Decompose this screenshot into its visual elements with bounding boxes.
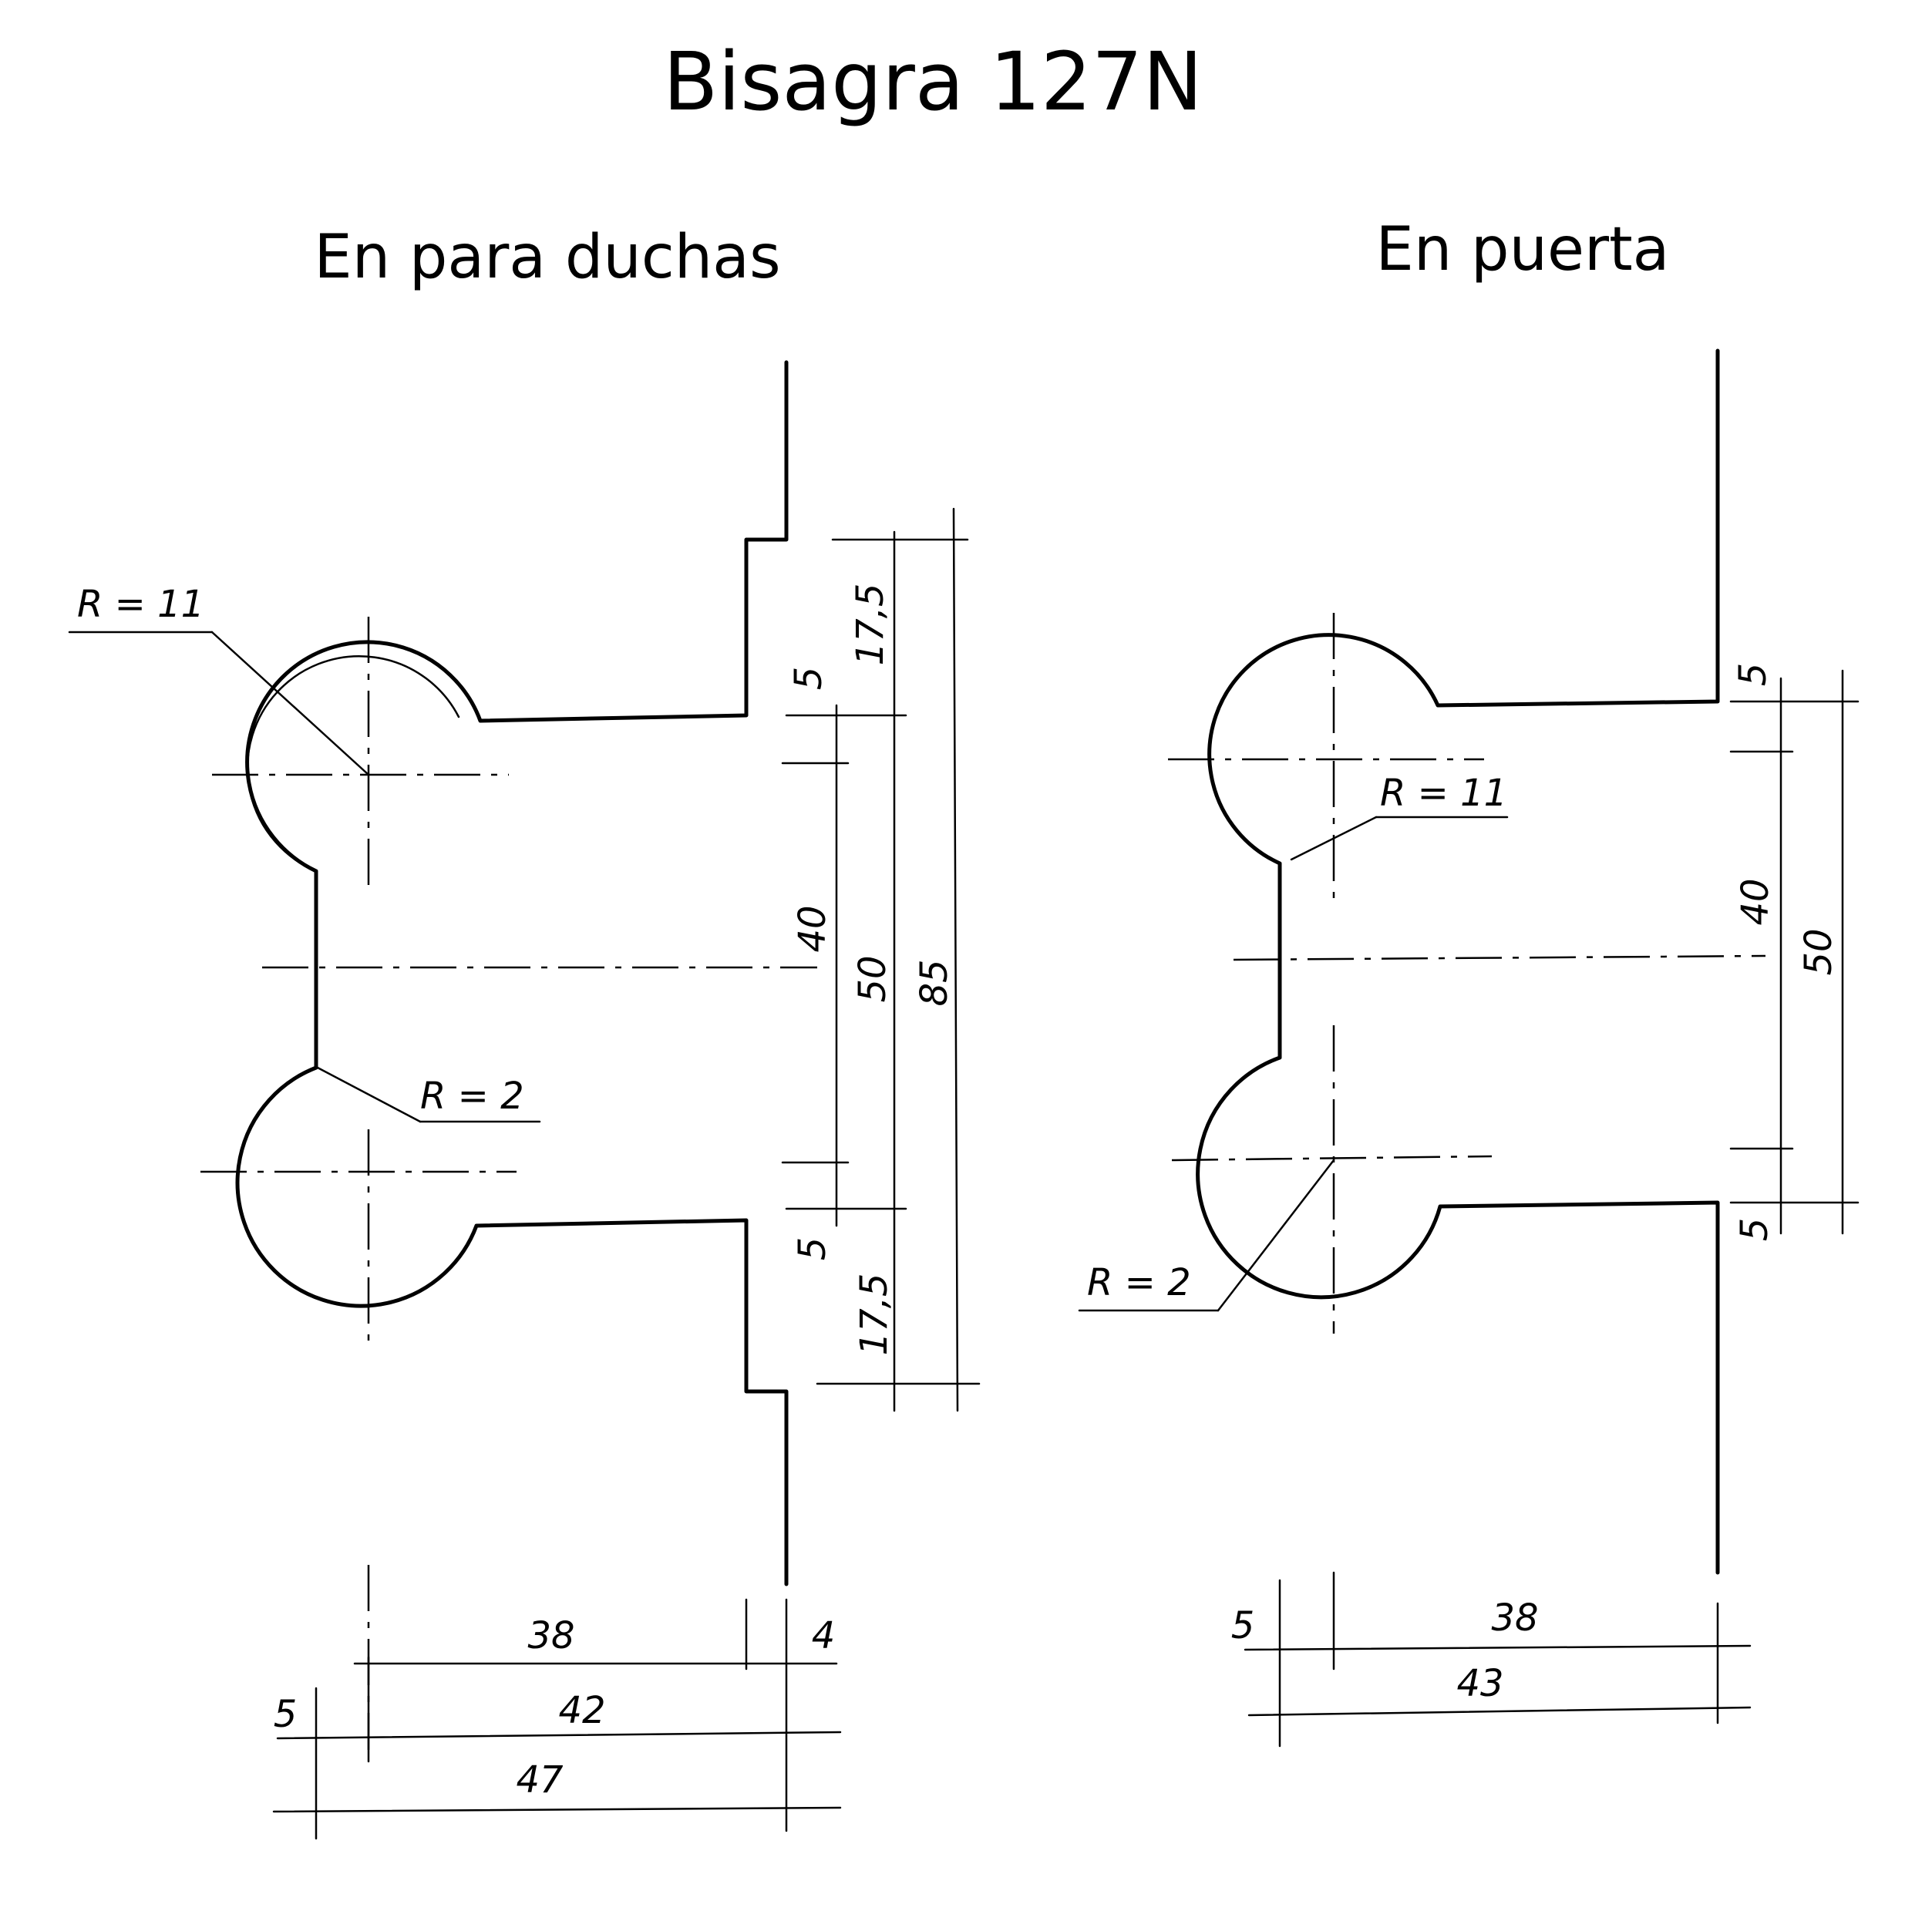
shower-inner-arc [246,655,460,873]
door-radius-small: R = 2 [1087,1261,1191,1304]
door-dim-50: 50 [1797,928,1840,975]
door-dim-line-43 [1247,1706,1752,1717]
door-centerline-axis [1233,954,1766,961]
door-dim-5-left: 5 [1231,1604,1255,1647]
shower-view: En para duchas 17,5 5 40 50 85 5 17,5 [68,223,981,1840]
shower-dim-5-left: 5 [274,1693,298,1736]
shower-dim-40: 40 [791,905,834,952]
shower-dim-4: 4 [812,1614,836,1657]
shower-dim-17-5-bottom: 17,5 [853,1273,896,1356]
shower-dim-50: 50 [851,955,894,1002]
shower-dim-line-42 [276,1731,842,1740]
shower-dim-42: 42 [558,1689,605,1732]
shower-dim-5-top: 5 [787,667,830,691]
shower-dim-38: 38 [527,1614,574,1657]
shower-radius-large: R = 11 [77,583,204,626]
door-dim-40: 40 [1734,878,1777,925]
shower-dim-85: 85 [913,959,956,1006]
door-view: En puerta 5 40 50 5 R = 11 R = 2 5 [1078,215,1860,1748]
door-radius-large: R = 11 [1380,772,1507,815]
door-dim-5-top: 5 [1732,663,1775,687]
door-centerline-horizontal-2 [1171,1155,1493,1162]
drawing-title: Bisagra 127N [663,35,1203,129]
door-radius-small-leader [1217,1159,1335,1312]
door-dim-38: 38 [1491,1596,1538,1640]
door-dim-line-38 [1244,1644,1752,1651]
door-dim-5-bottom: 5 [1733,1218,1776,1242]
shower-radius-leader [210,631,370,776]
shower-dim-line-47 [272,1806,842,1813]
shower-dim-5-bottom: 5 [791,1237,834,1261]
door-view-label: En puerta [1376,215,1670,284]
door-dim-43: 43 [1456,1662,1503,1705]
shower-radius-small: R = 2 [420,1075,524,1118]
door-hinge-profile [1196,348,1720,1575]
shower-dim-line-85 [952,507,959,1412]
shower-hinge-profile [235,360,789,1586]
shower-dim-17-5-top: 17,5 [849,584,892,666]
shower-radius-small-leader [316,1066,422,1123]
door-radius-leader [1290,816,1378,861]
shower-view-label: En para duchas [314,223,780,292]
shower-dim-47: 47 [516,1758,564,1802]
